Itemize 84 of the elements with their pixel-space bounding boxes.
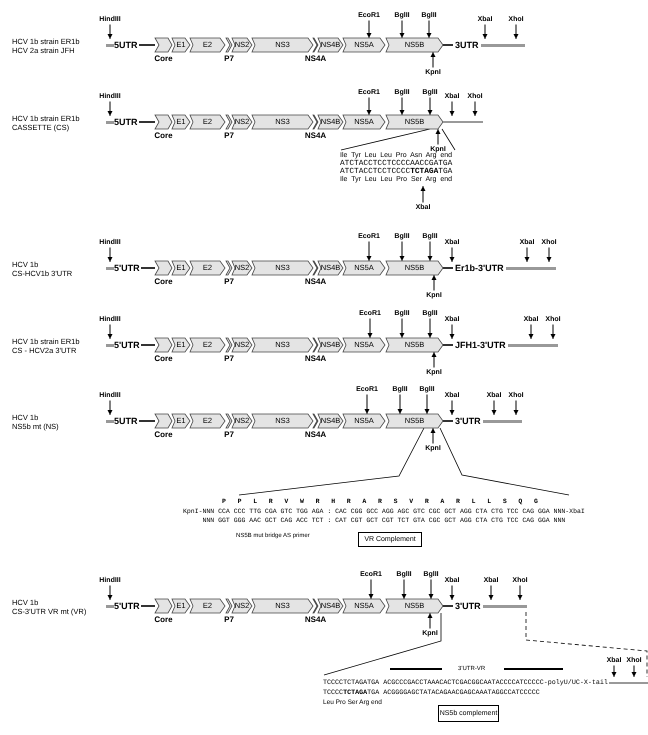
arrow [524,247,530,262]
utr-region: 5UTR [106,415,155,427]
expansion-line [442,128,456,150]
arrow [420,186,426,203]
gene-label: NS4A [304,54,326,63]
arrow [428,318,432,338]
arrow [450,400,454,416]
arrow [550,324,556,340]
arrow [482,24,488,40]
arrow [488,585,494,600]
arrow [424,394,430,414]
arrow [108,101,112,116]
arrow [514,400,518,416]
utr-region: 5UTR [106,116,155,128]
gene-label: NS4A [304,131,326,140]
expansion-line [324,612,442,676]
arrow [366,241,372,262]
arrow [612,665,616,678]
arrow [436,128,440,145]
arrow [400,318,404,338]
arrow [366,97,372,116]
gene-label: NS4A [304,615,326,624]
arrow [108,400,112,416]
utr-region: 3'UTR [443,415,522,427]
arrow [514,24,518,40]
arrow [108,324,112,340]
gene-label: NS4A [304,354,326,363]
arrow [428,579,434,600]
gene-label: P7 [224,54,234,63]
gene-label: Core [154,131,173,140]
arrow [428,97,432,116]
arrow [368,318,372,338]
expansion-line [526,612,648,678]
arrow [368,579,374,600]
arrow [546,247,552,262]
arrow [518,585,522,600]
arrow [432,274,436,291]
gene-label: NS4A [304,277,326,286]
gene-label: P7 [224,277,234,286]
arrow [428,612,432,629]
arrow [426,20,432,38]
arrow [528,324,534,340]
gene-label: P7 [224,131,234,140]
expansion-line [440,428,570,496]
arrow [432,352,436,368]
arrow [398,394,402,414]
arrow [450,101,454,116]
expansion-line [340,128,430,150]
arrow [108,24,112,40]
expansion-line [238,428,424,496]
arrow [430,52,436,68]
arrow [472,101,478,116]
gene-label: NS4A [304,430,326,439]
utr-region: 5'UTR [106,339,155,351]
arrow [450,585,454,600]
utr-region: 5UTR [106,39,155,51]
gene-label: Core [154,54,173,63]
arrow [364,394,370,414]
arrow [450,247,454,262]
arrow [366,20,372,38]
utr-region: 5'UTR [106,600,155,612]
gene-label: Core [154,354,173,363]
gene-label: Core [154,277,173,286]
arrow [108,247,112,262]
gene-label: P7 [224,615,234,624]
gene-label: Core [154,615,173,624]
utr-region: Er1b-3'UTR [443,262,556,274]
arrow [430,428,436,444]
arrow [632,665,636,678]
arrow [428,241,432,262]
gene-label: Core [154,430,173,439]
arrow [400,97,404,116]
arrow [492,400,496,416]
utr-region: JFH1-3'UTR [443,339,558,351]
arrow [400,241,404,262]
utr-region: 3UTR [443,39,525,51]
utr-region: 5'UTR [106,262,155,274]
utr-region: 3'UTR [443,600,527,612]
arrow [108,585,112,600]
arrow [402,579,406,600]
gene-label: P7 [224,354,234,363]
arrow [400,20,404,38]
arrow [450,324,454,340]
gene-label: P7 [224,430,234,439]
